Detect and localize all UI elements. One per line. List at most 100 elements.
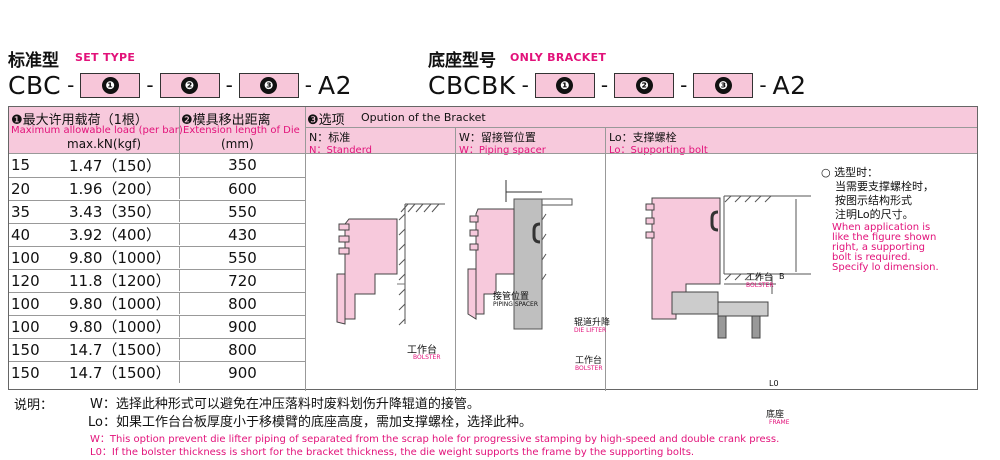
- slot-2: ❷: [159, 72, 220, 98]
- selection-cn-1: 当需要支撑螺栓时，: [835, 180, 934, 193]
- n-bolster-label: 工作台: [407, 345, 437, 356]
- table-row: 35 3.43（350） 550: [9, 200, 305, 222]
- dash: -: [146, 73, 154, 97]
- circle-3-icon: ❸: [260, 76, 278, 94]
- spec-table: ❶最大许用载荷（1根） Maximum allowable load (per …: [8, 106, 978, 426]
- table-row: 100 9.80（1000） 550: [9, 246, 305, 268]
- note-lo-en: L0：If the bolster thickness is short for…: [90, 447, 695, 458]
- cell-load: 9.80（1000）: [69, 295, 171, 313]
- cell-ext: 350: [179, 154, 305, 176]
- circle-3-icon: ❸: [714, 76, 732, 94]
- option-header-band: [305, 127, 977, 153]
- divider: [305, 127, 977, 128]
- cell-size: 15: [11, 156, 31, 174]
- cell-ext: 900: [179, 362, 305, 383]
- note-w: W：选择此种形式可以避免在冲压落料时废料划伤升降辊道的接管。: [90, 397, 480, 412]
- lo-bolster-label: 工作台: [746, 273, 774, 283]
- table-header-band: [9, 107, 977, 127]
- selection-cn-2: 按图示结构形式: [835, 194, 912, 207]
- diagram-n: [336, 203, 445, 326]
- w-piping-en: PIPING SPACER: [493, 301, 539, 308]
- cell-load: 3.43（350）: [69, 203, 162, 221]
- w-bolster-en: BOLSTER: [575, 365, 603, 372]
- note-w-en: W：This option prevent die lifter piping …: [90, 434, 780, 445]
- circle-1-icon: ❶: [556, 76, 574, 94]
- col3-title: ❸选项: [307, 113, 345, 128]
- table-row: 150 14.7（1500） 900: [9, 361, 305, 383]
- selection-en-1: When application is: [832, 222, 931, 233]
- set-type-prefix: CBC: [8, 70, 62, 100]
- w-piping-label: 接管位置: [493, 292, 530, 302]
- slot-2: ❷: [614, 72, 675, 98]
- cell-ext: 550: [179, 247, 305, 268]
- cell-size: 100: [11, 248, 40, 267]
- divider: [305, 107, 306, 391]
- dash: -: [680, 73, 688, 97]
- cell-load: 11.8（1200）: [69, 272, 171, 290]
- option-n: N：标准: [309, 131, 351, 144]
- slot-1: ❶: [534, 72, 595, 98]
- option-lo-en: Lo：Supporting bolt: [609, 145, 708, 156]
- table-row: 100 9.80（1000） 800: [9, 292, 305, 314]
- option-n-en: N：Standerd: [309, 145, 372, 156]
- bracket-code: CBCBK - ❶ - ❷ - ❸ - A2: [428, 70, 807, 100]
- dash: -: [759, 73, 767, 97]
- circle-2-icon: ❷: [181, 76, 199, 94]
- col2-unit: (mm): [221, 137, 254, 151]
- cell-size: 100: [11, 317, 40, 336]
- option-lo: Lo：支撑螺栓: [609, 131, 677, 144]
- n-bolster-en: BOLSTER: [413, 354, 441, 361]
- col1-title: ❶最大许用载荷（1根）: [11, 113, 148, 128]
- cell-ext: 900: [179, 316, 305, 337]
- divider: [455, 127, 456, 391]
- lo-b-dim: B: [779, 272, 785, 281]
- cell-size: 20: [11, 179, 31, 198]
- cell-size: 150: [11, 340, 40, 359]
- cell-load: 1.96（200）: [69, 180, 162, 198]
- selection-title: ○ 选型时：: [821, 166, 879, 179]
- w-lifter-en: DIE LIFTER: [574, 327, 607, 334]
- cell-size: 120: [11, 271, 40, 290]
- lo-bolster-en: BOLSTER: [746, 282, 774, 289]
- selection-en-2: like the figure shown: [832, 232, 937, 243]
- bracket-suffix: A2: [772, 70, 807, 100]
- note-lo: Lo：如果工作台台板厚度小于移模臂的底座高度，需加支撑螺栓，选择此种。: [88, 415, 532, 430]
- dash: -: [600, 73, 609, 97]
- selection-cn-3: 注明Lo的尺寸。: [835, 208, 914, 221]
- set-type-subtitle: SET TYPE: [75, 51, 136, 64]
- circle-2-icon: ❷: [635, 76, 653, 94]
- cell-load: 14.7（1500）: [69, 364, 171, 382]
- cell-load: 9.80（1000）: [69, 249, 171, 267]
- set-type-title: 标准型: [8, 51, 59, 71]
- dash: -: [304, 73, 312, 97]
- bracket-prefix: CBCBK: [428, 70, 516, 100]
- lo-frame-label: 底座: [766, 410, 785, 420]
- cell-ext: 800: [179, 293, 305, 314]
- cell-size: 35: [11, 202, 31, 221]
- selection-en-5: Specify lo dimension.: [832, 262, 939, 273]
- slot-1: ❶: [80, 72, 141, 98]
- cell-ext: 550: [179, 201, 305, 222]
- slot-3: ❸: [238, 72, 299, 98]
- w-lifter-label: 辊道升降: [574, 318, 611, 328]
- cell-size: 150: [11, 363, 40, 382]
- slot-3: ❸: [693, 72, 754, 98]
- diagram-w: [467, 180, 573, 330]
- divider: [9, 153, 977, 154]
- cell-ext: 600: [179, 178, 305, 199]
- set-type-code: CBC - ❶ - ❷ - ❸ - A2: [8, 70, 352, 100]
- selection-en-3: right, a supporting: [832, 242, 926, 253]
- lo-frame-en: FRAME: [769, 419, 790, 426]
- cell-ext: 430: [179, 224, 305, 245]
- notes-label: 说明：: [14, 398, 54, 413]
- cell-size: 100: [11, 294, 40, 313]
- lo-l0-dim: L0: [769, 379, 779, 388]
- dash: -: [67, 73, 75, 97]
- table-row: 20 1.96（200） 600: [9, 177, 305, 199]
- bracket-subtitle: ONLY BRACKET: [510, 51, 607, 64]
- col1-unit: max.kN(kgf): [67, 137, 142, 151]
